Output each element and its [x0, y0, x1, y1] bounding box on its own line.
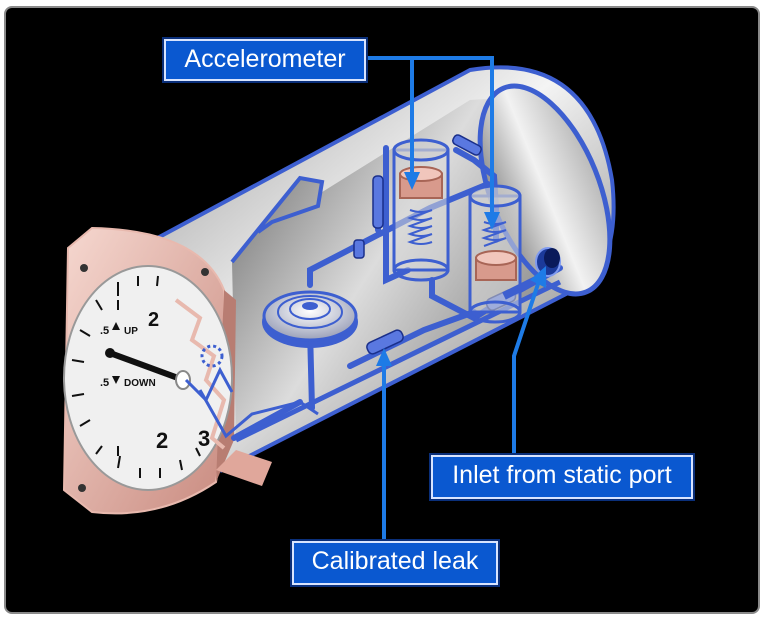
inlet-from-static-port-label: Inlet from static port: [431, 455, 693, 499]
arrow-icon: [404, 172, 420, 190]
dial-number-right: 3: [198, 426, 210, 451]
up-arrow-icon: [112, 322, 120, 330]
accelerometer-label: Accelerometer: [164, 39, 366, 81]
dial-number-bottom: 2: [156, 428, 168, 453]
dial-tick-up-label: .5: [100, 325, 109, 337]
arrow-icon: [376, 348, 392, 366]
down-arrow-icon: [112, 376, 120, 384]
dial-pointer: [108, 350, 180, 381]
leader-arrowheads: [376, 172, 546, 366]
dial-face: 2 2 3 .5 .5 UP DOWN: [63, 265, 233, 491]
leader-lines: [366, 56, 542, 542]
dial-up-label: UP: [124, 326, 138, 337]
calibrated-leak-label: Calibrated leak: [292, 541, 498, 585]
dial-number-top: 2: [148, 309, 159, 331]
arrow-icon: [484, 212, 500, 230]
accelerometer-unit-left: [392, 138, 450, 282]
accelerometer-unit-right: [468, 184, 522, 324]
diaphragm: [262, 290, 358, 348]
dial-down-label: DOWN: [124, 378, 156, 389]
arrow-icon: [530, 266, 546, 288]
gear-linkage: [184, 344, 319, 439]
dial-tick-down-label: .5: [100, 377, 109, 389]
